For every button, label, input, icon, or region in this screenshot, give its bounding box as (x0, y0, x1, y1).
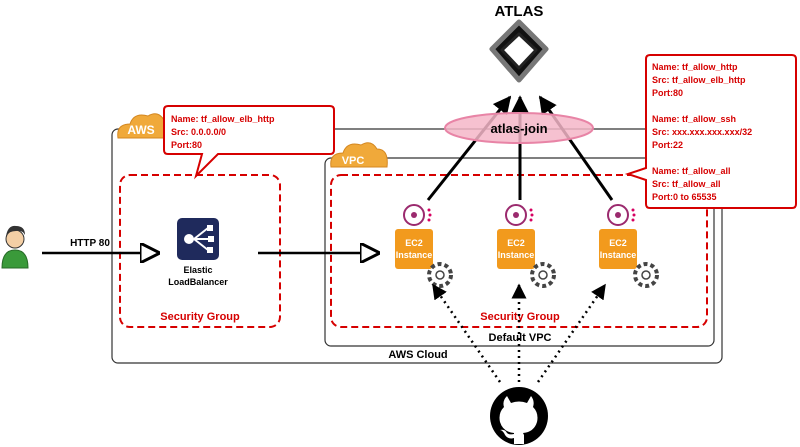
ec2-rule-line: Name: tf_allow_all (652, 166, 731, 176)
ec2-label-line1: EC2 (405, 238, 423, 248)
ec2-3-to-atlas-arrow (538, 95, 614, 201)
aws-badge-label: AWS (127, 123, 154, 137)
ec2-label-line2: Instance (600, 250, 637, 260)
elb-label-line1: Elastic (183, 265, 212, 275)
atlas-join-ellipse (444, 112, 594, 144)
elb-rule-line: Src: 0.0.0.0/0 (171, 127, 226, 137)
ec2-label-line2: Instance (498, 250, 535, 260)
elb-rule-line: Port:80 (171, 140, 202, 150)
gear-icon (530, 262, 556, 288)
atlas-icon (489, 19, 549, 83)
ec2-1-to-atlas-arrow (426, 95, 512, 201)
gear-icon (427, 262, 453, 288)
ec2-security-group-label: Security Group (480, 311, 560, 323)
user-icon (1, 225, 29, 269)
ec2-rule-line: Name: tf_allow_ssh (652, 114, 736, 124)
aws-cloud-frame (111, 128, 723, 364)
ec2-rule-line: Port:80 (652, 88, 683, 98)
ec2-rule-line: Src: tf_allow_elb_http (652, 75, 746, 85)
elb-security-group-label: Security Group (160, 311, 240, 323)
elb-security-group (119, 174, 281, 328)
atlas-join-label: atlas-join (490, 121, 547, 136)
ec2-instance-2: EC2 Instance (497, 204, 556, 288)
atlas-title: ATLAS (495, 3, 544, 20)
ec2-rules-callout: Name: tf_allow_http Src: tf_allow_elb_ht… (624, 54, 797, 209)
ec2-rule-line: Name: tf_allow_http (652, 62, 738, 72)
ec2-rule-line: Port:22 (652, 140, 683, 150)
ec2-label-line1: EC2 (609, 238, 627, 248)
ec2-rule-line: Port:0 to 65535 (652, 192, 717, 202)
ec2-instance-1: EC2 Instance (395, 204, 453, 288)
aws-cloud-label: AWS Cloud (388, 349, 447, 361)
ec2-label-line1: EC2 (507, 238, 525, 248)
github-icon (490, 387, 548, 445)
ec2-rule-line: Src: tf_allow_all (652, 179, 721, 189)
ec2-rule-line: Src: xxx.xxx.xxx.xxx/32 (652, 127, 752, 137)
elb-label-line2: LoadBalancer (168, 277, 228, 287)
ec2-icon (395, 229, 433, 269)
elb-rule-callout: Name: tf_allow_elb_http Src: 0.0.0.0/0 P… (163, 105, 335, 180)
vpc-cloud-icon (330, 142, 388, 168)
ec2-instance-3: EC2 Instance (599, 204, 659, 288)
vpc-badge-label: VPC (342, 155, 365, 167)
ec2-icon (497, 229, 535, 269)
http-arrow-label: HTTP 80 (70, 238, 110, 249)
ec2-label-line2: Instance (396, 250, 433, 260)
gear-icon (633, 262, 659, 288)
github-to-ec2-3-arrow (536, 283, 607, 383)
elb-icon (177, 218, 219, 260)
github-to-ec2-1-arrow (431, 283, 502, 383)
ec2-icon (599, 229, 637, 269)
consul-icon (505, 204, 534, 226)
consul-icon (607, 204, 636, 226)
elb-rule-line: Name: tf_allow_elb_http (171, 114, 275, 124)
consul-icon (403, 204, 432, 226)
